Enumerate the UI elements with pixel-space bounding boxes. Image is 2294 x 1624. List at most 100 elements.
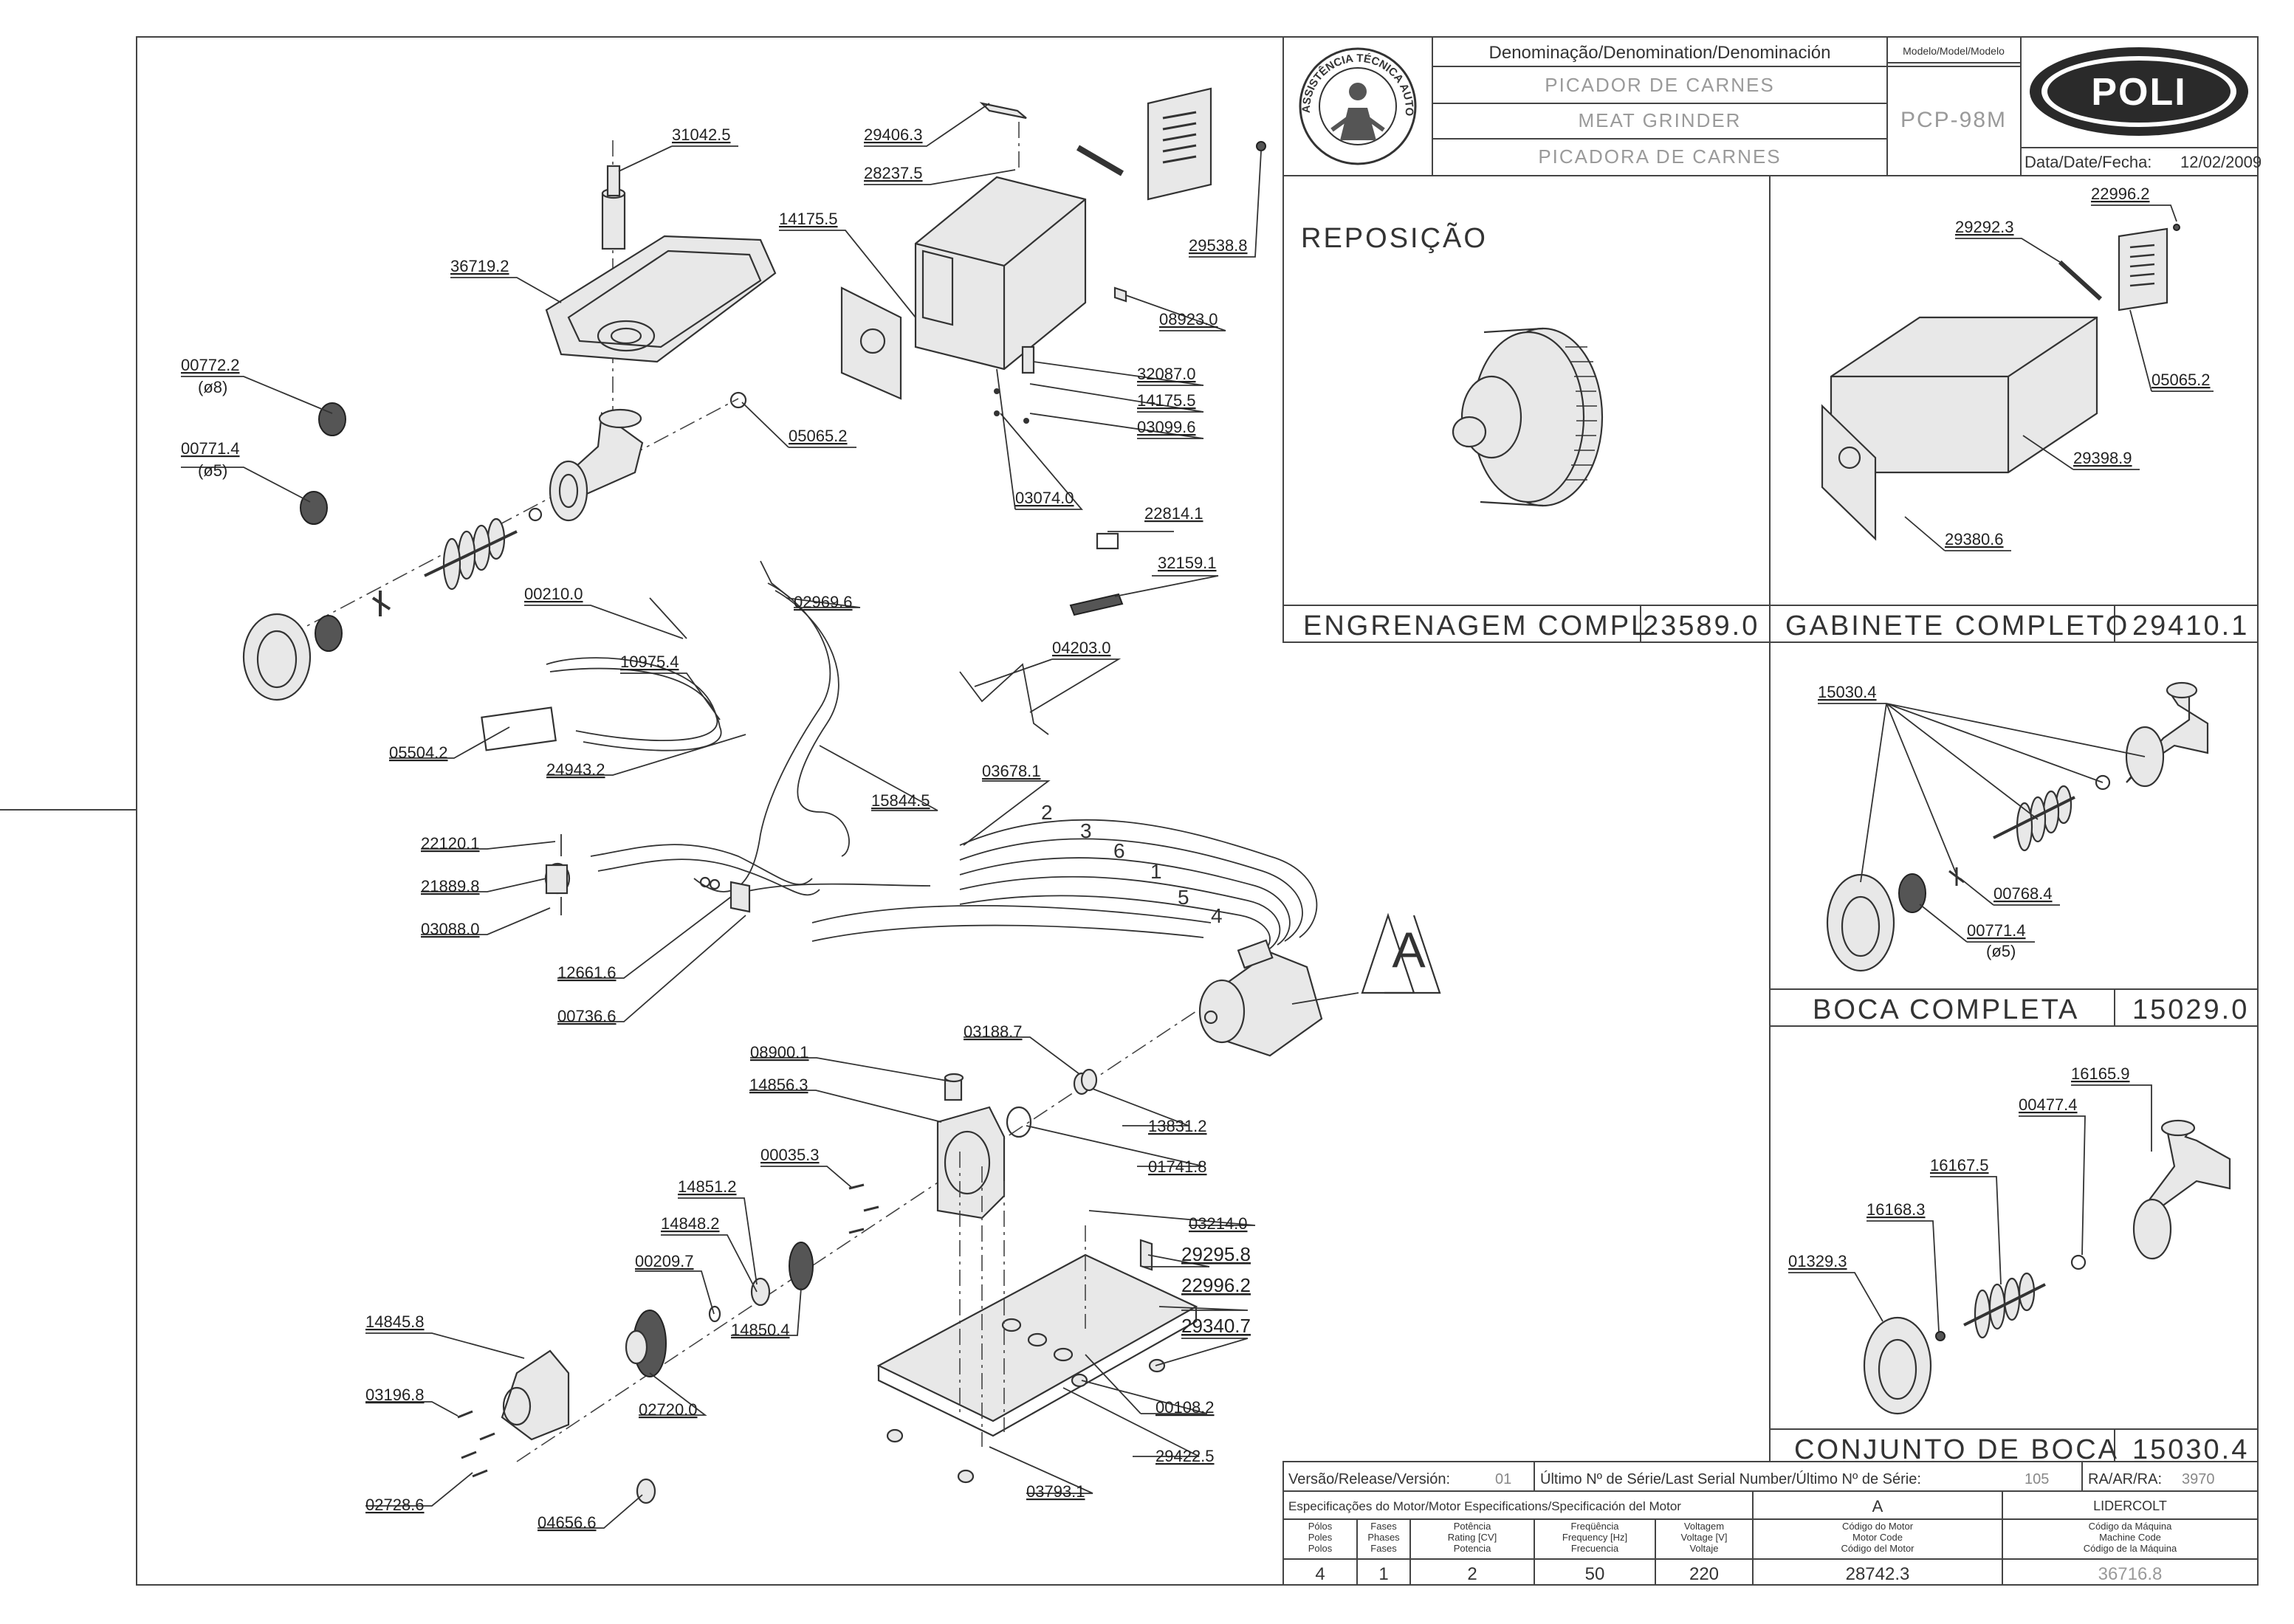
main-part-labels: 31042.5 36719.2 00772.2 (ø8) 00771.4 (ø5… [181, 125, 1251, 1532]
label-32159: 32159.1 [1158, 554, 1217, 572]
grille-screw [1256, 141, 1266, 151]
label-10975: 10975.4 [620, 653, 679, 671]
footer-table [1282, 1461, 2259, 1586]
assembly-center-lines [261, 140, 1197, 1462]
sticker-05504 [481, 706, 557, 751]
mouth-caption: BOCA COMPLETA [1813, 994, 2079, 1025]
svg-text:Código da Máquina: Código da Máquina [2089, 1521, 2173, 1532]
mouth-set-label-00477: 00477.4 [2019, 1095, 2078, 1114]
ra-label: RA/AR/RA: [2088, 1471, 2162, 1487]
svg-text:Potência: Potência [1454, 1521, 1491, 1532]
cable-04203 [959, 663, 1049, 735]
cabinet-label-22996: 22996.2 [2091, 185, 2150, 203]
label-31042: 31042.5 [672, 125, 731, 144]
label-24943: 24943.2 [546, 760, 605, 779]
washer-05065 [729, 391, 747, 409]
product-name-en: MEAT GRINDER [1579, 109, 1742, 131]
hopper-tray [545, 235, 777, 363]
label-22996: 22996.2 [1181, 1274, 1251, 1296]
wire-number-4: 4 [1211, 904, 1223, 927]
label-00772: 00772.2 [181, 356, 240, 374]
mouth-label-00771: 00771.4 [1967, 921, 2026, 940]
label-29340: 29340.7 [1181, 1315, 1251, 1337]
product-name-pt: PICADOR DE CARNES [1545, 74, 1774, 96]
cabinet-label-29292: 29292.3 [1955, 218, 2014, 236]
mouth-code: 15029.0 [2132, 994, 2249, 1025]
svg-text:Poles: Poles [1308, 1532, 1333, 1543]
label-29406: 29406.3 [864, 125, 923, 144]
label-03099: 03099.6 [1137, 418, 1196, 436]
spec-machine-code: 36716.8 [2098, 1564, 2163, 1584]
mouth-set-label-01329: 01329.3 [1788, 1252, 1847, 1270]
bracket-32087 [1021, 345, 1035, 374]
label-29538: 29538.8 [1189, 236, 1248, 255]
model-number: PCP-98M [1900, 108, 2007, 132]
label-00108: 00108.2 [1155, 1398, 1215, 1417]
spec-column-headers: Pólos Poles Polos Fases Phases Fases Pot… [1308, 1521, 2177, 1554]
title-block: ASSISTÊNCIA TÉCNICA AUTORIZADA Denominaç… [0, 0, 2262, 176]
denomination-header: Denominação/Denomination/Denominación [1489, 43, 1831, 63]
ring-nut [242, 613, 312, 701]
bushing-13831 [1073, 1068, 1098, 1095]
label-14856: 14856.3 [749, 1076, 808, 1094]
switch-32159 [1069, 593, 1124, 616]
mouth-label-15030: 15030.4 [1818, 683, 1877, 701]
rubber-feet [886, 1358, 1166, 1484]
label-02969: 02969.6 [794, 593, 853, 611]
label-02720: 02720.0 [639, 1400, 698, 1419]
wire-00210 [649, 597, 687, 639]
spec-voltage: 220 [1689, 1564, 1719, 1584]
washer-00209 [708, 1305, 721, 1323]
svg-text:Pólos: Pólos [1308, 1521, 1333, 1532]
mouth-set-drawing [1863, 1119, 2231, 1415]
cabinet-label-29380: 29380.6 [1945, 530, 2004, 548]
mouth-leaders [1818, 703, 2146, 943]
plate-8mm [318, 402, 346, 436]
mouth-set-code: 15030.4 [2132, 1434, 2249, 1465]
cabinet-caption: GABINETE COMPLETO [1785, 610, 2129, 641]
mouth-set-label-16167: 16167.5 [1930, 1156, 1989, 1174]
svg-text:Frequency [Hz]: Frequency [Hz] [1562, 1532, 1627, 1543]
motor-maker: LIDERCOLT [2093, 1499, 2167, 1513]
main-leader-lines [181, 103, 1262, 1529]
label-05504: 05504.2 [389, 743, 448, 762]
label-05065: 05065.2 [789, 427, 848, 445]
base-posts [959, 1152, 1086, 1447]
washer-small [528, 507, 543, 522]
detail-marker-a: A [1291, 912, 1441, 1005]
label-00209: 00209.7 [635, 1252, 694, 1270]
spec-motor-code: 28742.3 [1846, 1564, 1910, 1584]
label-14175-a: 14175.5 [779, 210, 838, 228]
cabinet-code: 29410.1 [2132, 610, 2249, 641]
mouth-set-label-16165: 16165.9 [2071, 1064, 2130, 1083]
knob-04656 [636, 1478, 656, 1504]
top-bracket [979, 102, 1027, 120]
label-22814 [1096, 532, 1119, 550]
last-serial-label: Último Nº de Série/Last Serial Number/Úl… [1540, 1470, 1921, 1487]
cabinet-label-29398: 29398.9 [2073, 449, 2132, 467]
label-00771: 00771.4 [181, 439, 240, 458]
label-03214: 03214.0 [1189, 1214, 1248, 1233]
cover-screws [457, 1410, 495, 1478]
svg-text:Motor Code: Motor Code [1852, 1532, 1903, 1543]
svg-text:Fases: Fases [1370, 1543, 1397, 1554]
cabinet-housing [914, 176, 1087, 371]
svg-text:Potencia: Potencia [1454, 1543, 1491, 1554]
clip-08923 [1113, 286, 1127, 303]
bracket-29295 [1139, 1239, 1153, 1271]
label-28237: 28237.5 [864, 164, 923, 182]
last-serial-value: 105 [2025, 1471, 2049, 1487]
version-value: 01 [1495, 1471, 1511, 1487]
feed-screw [442, 517, 506, 591]
grille-strip [1076, 145, 1124, 176]
svg-text:Polos: Polos [1308, 1543, 1333, 1554]
cabinet-leaders [1904, 204, 2214, 551]
svg-text:Voltage [V]: Voltage [V] [1681, 1532, 1728, 1543]
mouth-label-diameter: (ø5) [1986, 942, 2016, 960]
label-08923: 08923.0 [1159, 310, 1218, 328]
label-14845: 14845.8 [365, 1312, 425, 1331]
label-03196: 03196.8 [365, 1386, 425, 1404]
gearbox-housing [936, 1073, 1006, 1219]
label-14851: 14851.2 [678, 1177, 737, 1196]
